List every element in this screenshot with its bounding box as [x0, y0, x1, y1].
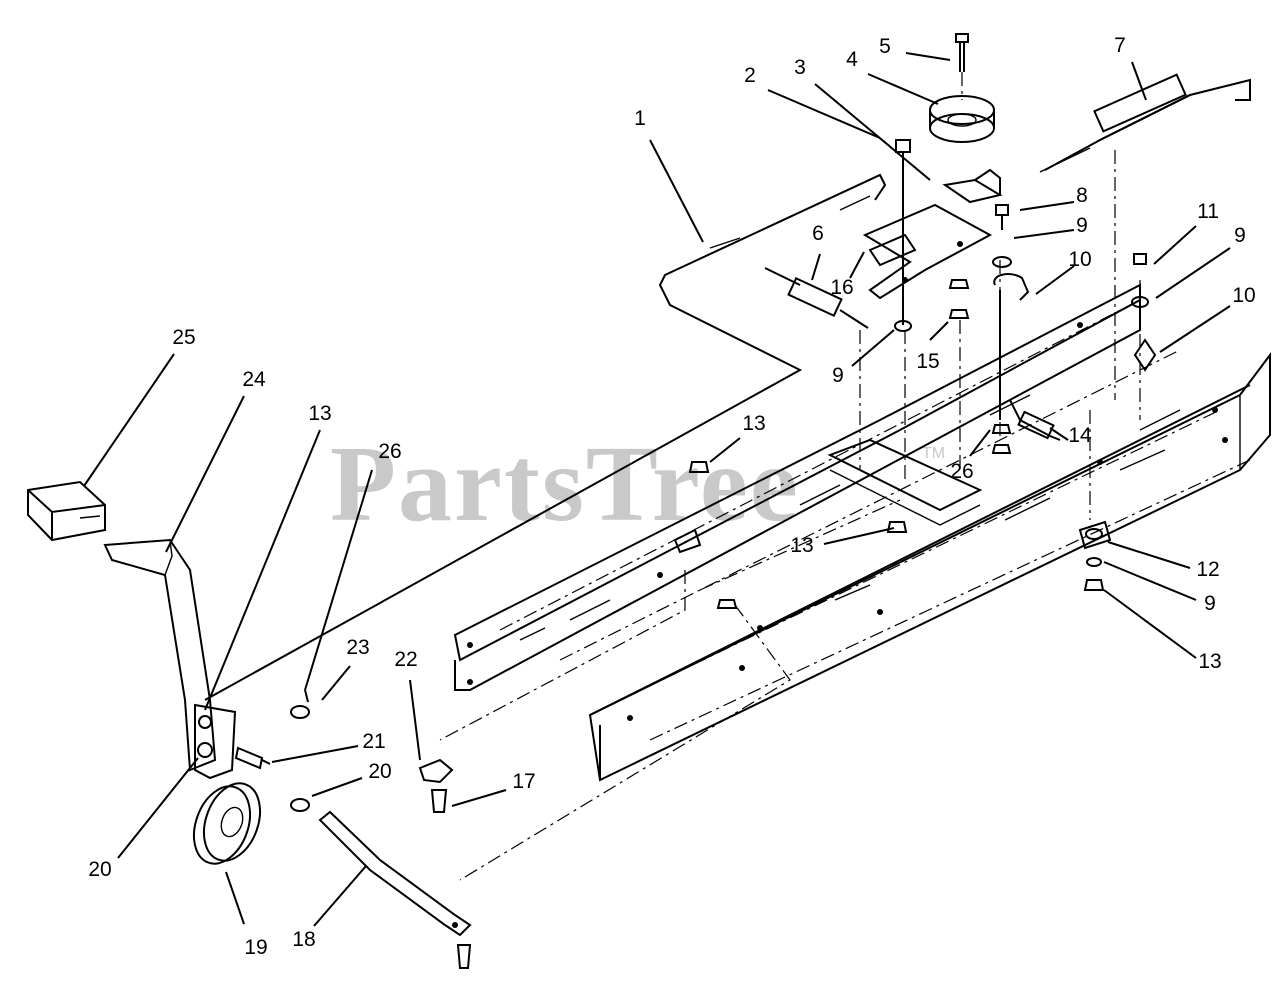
callout-label-11: 11 — [1197, 200, 1219, 223]
idler-pulley-top — [929, 95, 995, 143]
leader-line-13 — [204, 429, 321, 711]
callout-label-2: 2 — [744, 64, 756, 87]
leader-line-4 — [867, 73, 939, 105]
callout-label-13: 13 — [308, 402, 331, 425]
washers-20-23 — [290, 689, 310, 812]
leader-line-8 — [1019, 201, 1075, 211]
leader-line-15 — [929, 321, 949, 341]
idler-bracket — [862, 203, 993, 300]
bolt-21 — [234, 746, 271, 770]
leader-line-10 — [1159, 305, 1231, 353]
clip-10 — [1133, 338, 1157, 372]
cross-member — [827, 438, 983, 526]
leader-line-13 — [709, 437, 741, 463]
callout-label-9: 9 — [832, 364, 844, 387]
leader-line-5 — [905, 52, 951, 61]
leader-line-20 — [311, 777, 363, 797]
leader-line-26 — [969, 429, 991, 457]
callout-label-4: 4 — [846, 48, 858, 71]
assembly-lines — [439, 150, 1251, 881]
callout-label-1: 1 — [634, 107, 646, 130]
callout-label-5: 5 — [879, 35, 891, 58]
leader-line-6 — [811, 253, 821, 281]
leader-line-25 — [83, 353, 175, 487]
leader-line-16 — [849, 251, 865, 279]
leader-line-9 — [851, 329, 895, 367]
leader-line-24 — [165, 395, 245, 553]
control-rod — [204, 173, 887, 701]
leader-line-26 — [304, 469, 373, 691]
watermark-tm: TM — [922, 445, 945, 462]
leader-line-13 — [823, 527, 895, 545]
callout-label-26: 26 — [378, 440, 401, 463]
callout-label-10: 10 — [1232, 284, 1255, 307]
link-arm-18 — [318, 810, 472, 969]
callout-label-24: 24 — [242, 368, 266, 391]
leader-line-18 — [313, 865, 367, 927]
callout-label-17: 17 — [512, 770, 535, 793]
hardware-12-9-13 — [1078, 520, 1112, 591]
callout-label-9: 9 — [1204, 592, 1216, 615]
callout-label-18: 18 — [292, 928, 315, 951]
callout-label-3: 3 — [794, 56, 806, 79]
callout-label-6: 6 — [812, 222, 824, 245]
leader-line-17 — [451, 789, 507, 807]
leader-line-9 — [1103, 561, 1197, 601]
callout-label-21: 21 — [362, 730, 385, 753]
pedal-bracket — [194, 703, 237, 780]
callout-label-23: 23 — [346, 636, 369, 659]
callout-label-20: 20 — [368, 760, 391, 783]
leader-line-11 — [1153, 225, 1197, 265]
spring-7 — [1039, 73, 1251, 173]
leader-line-7 — [1131, 61, 1147, 101]
callout-label-13: 13 — [1198, 650, 1221, 673]
leader-line-20 — [117, 757, 199, 859]
pedal-arm — [103, 538, 217, 772]
callout-label-13: 13 — [790, 534, 813, 557]
hardware-8-9 — [894, 204, 1149, 454]
leader-line-14 — [1049, 427, 1069, 441]
leader-line-9 — [1013, 229, 1075, 239]
callout-label-14: 14 — [1068, 424, 1092, 447]
callout-label-22: 22 — [394, 648, 417, 671]
callout-label-8: 8 — [1076, 184, 1088, 207]
callout-label-9: 9 — [1076, 214, 1088, 237]
bolt-5 — [955, 33, 969, 100]
leader-line-22 — [409, 679, 421, 761]
callout-label-16: 16 — [830, 276, 853, 299]
leader-line-13 — [1103, 589, 1197, 659]
callout-label-9: 9 — [1234, 224, 1246, 247]
callout-label-25: 25 — [172, 326, 195, 349]
bracket-3 — [942, 168, 1003, 204]
callout-label-7: 7 — [1114, 34, 1126, 57]
frame-rail-right — [588, 352, 1271, 782]
bolt-2 — [895, 139, 911, 325]
spring-6 — [764, 267, 869, 329]
leader-line-1 — [649, 139, 704, 243]
leader-line-12 — [1107, 541, 1191, 569]
clip-22 — [418, 758, 454, 813]
leader-line-9 — [1155, 247, 1231, 299]
hook-rod-10 — [993, 273, 1030, 420]
spring-14 — [1009, 399, 1061, 441]
leader-line-3 — [814, 83, 931, 181]
leader-line-21 — [271, 745, 359, 763]
leader-line-19 — [225, 871, 245, 925]
callout-label-19: 19 — [244, 936, 267, 959]
callout-label-20: 20 — [88, 858, 111, 881]
callout-label-12: 12 — [1196, 558, 1219, 581]
leader-line-10 — [1035, 265, 1075, 295]
callout-leaders — [83, 52, 1231, 927]
pedal-pad — [27, 480, 106, 542]
callout-label-26: 26 — [950, 460, 973, 483]
callout-label-10: 10 — [1068, 248, 1091, 271]
callout-label-13: 13 — [742, 412, 765, 435]
callout-label-15: 15 — [916, 350, 939, 373]
leader-line-2 — [767, 89, 881, 139]
pulley-19 — [192, 782, 262, 865]
leader-line-23 — [321, 665, 351, 701]
